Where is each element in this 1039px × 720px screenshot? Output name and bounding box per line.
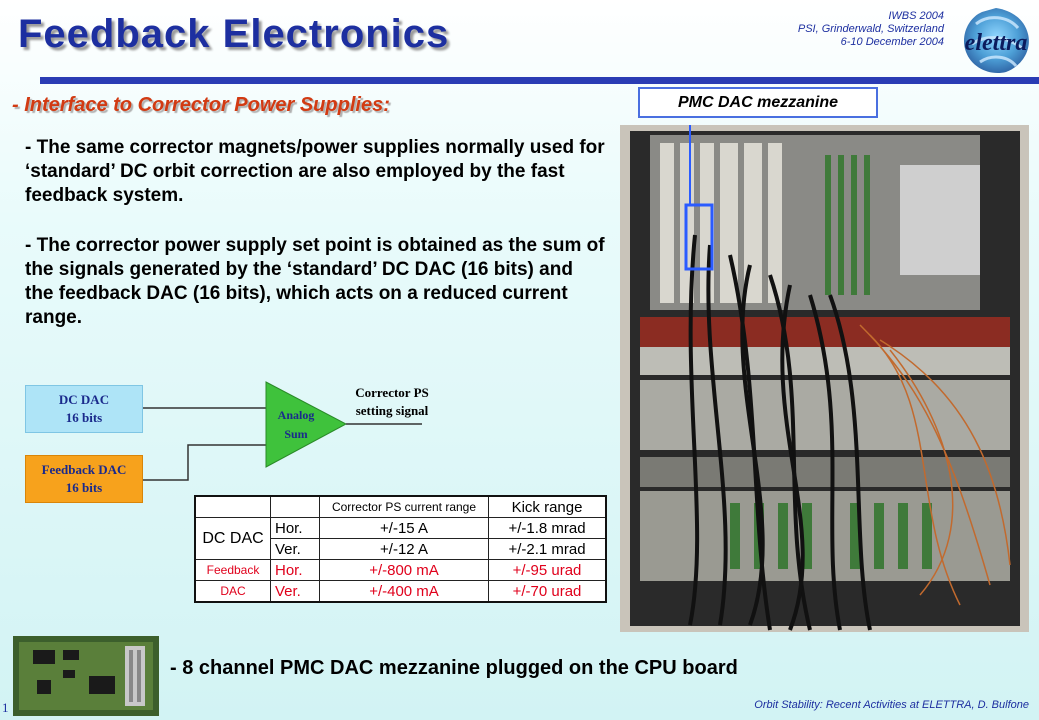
elettra-logo: elettra (963, 8, 1029, 74)
table-cell-plane: Ver. (270, 580, 320, 603)
table-cell-kick: +/-95 urad (488, 559, 607, 581)
table-group-dac: DAC (194, 580, 271, 603)
table-row: DC DAC Hor. +/-15 A +/-1.8 mrad (194, 517, 607, 560)
table-row: Feedback Hor. +/-800 mA +/-95 urad (194, 559, 607, 581)
analog-sum-line1: Analog (277, 408, 315, 422)
slide-number: 1 (2, 700, 9, 715)
table-cell-current: +/-400 mA (319, 580, 489, 603)
electronics-rack-photo (620, 125, 1029, 632)
feedback-dac-bits: 16 bits (65, 480, 103, 495)
dc-dac-block: DC DAC 16 bits (25, 385, 143, 433)
table-header-current: Corrector PS current range (319, 495, 489, 518)
table-header-empty (194, 495, 271, 518)
table-group-dc-dac: DC DAC (194, 517, 271, 560)
slide-title: Feedback Electronics (18, 12, 450, 56)
conference-name: IWBS 2004 (888, 10, 944, 22)
table-cell-kick: +/-1.8 mrad (488, 517, 607, 539)
pmc-dac-label: PMC DAC mezzanine (638, 87, 878, 118)
pmc-board-photo (13, 636, 159, 716)
table-group-feedback: Feedback (194, 559, 271, 581)
table-cell-plane: Ver. (270, 538, 320, 560)
table-cell-plane: Hor. (270, 559, 320, 581)
table-header-empty (270, 495, 320, 518)
table-cell-current: +/-15 A (319, 517, 489, 539)
output-signal-line2: setting signal (355, 403, 429, 418)
signal-sum-diagram (143, 381, 422, 481)
conference-info: IWBS 2004 PSI, Grinderwald, Switzerland … (798, 10, 944, 49)
footer-text: Orbit Stability: Recent Activities at EL… (754, 699, 1029, 711)
title-underline (40, 77, 1039, 84)
analog-sum-triangle (265, 381, 348, 468)
conference-dates: 6-10 December 2004 (840, 36, 944, 48)
section-subtitle: - Interface to Corrector Power Supplies: (12, 94, 390, 116)
dc-dac-name: DC DAC (58, 392, 110, 407)
analog-sum-label: Analog Sum (268, 406, 324, 444)
table-cell-plane: Hor. (270, 517, 320, 539)
table-row: Ver. +/-12 A +/-2.1 mrad (195, 538, 607, 560)
table-header-kick: Kick range (488, 495, 607, 518)
table-cell-kick: +/-2.1 mrad (488, 538, 607, 560)
range-table: Corrector PS current range Kick range DC… (194, 495, 607, 603)
dc-dac-bits: 16 bits (65, 410, 103, 425)
output-signal-line1: Corrector PS (355, 385, 429, 400)
pmc-highlight-box (684, 203, 714, 271)
table-row: DAC Ver. +/-400 mA +/-70 urad (194, 580, 607, 603)
table-cell-current: +/-800 mA (319, 559, 489, 581)
feedback-dac-block: Feedback DAC 16 bits (25, 455, 143, 503)
output-signal-label: Corrector PS setting signal (342, 384, 442, 420)
paragraph-corrector-usage: - The same corrector magnets/power suppl… (25, 137, 605, 206)
feedback-dac-connector (143, 444, 266, 481)
conference-location: PSI, Grinderwald, Switzerland (797, 23, 944, 35)
feedback-dac-name: Feedback DAC (41, 462, 127, 477)
svg-text:elettra: elettra (965, 30, 1028, 56)
table-cell-current: +/-12 A (319, 538, 489, 560)
table-header-row: Corrector PS current range Kick range (194, 495, 607, 518)
paragraph-set-point: - The corrector power supply set point i… (25, 235, 605, 328)
analog-sum-line2: Sum (284, 427, 308, 441)
table-cell-kick: +/-70 urad (488, 580, 607, 603)
board-caption: - 8 channel PMC DAC mezzanine plugged on… (170, 657, 738, 679)
